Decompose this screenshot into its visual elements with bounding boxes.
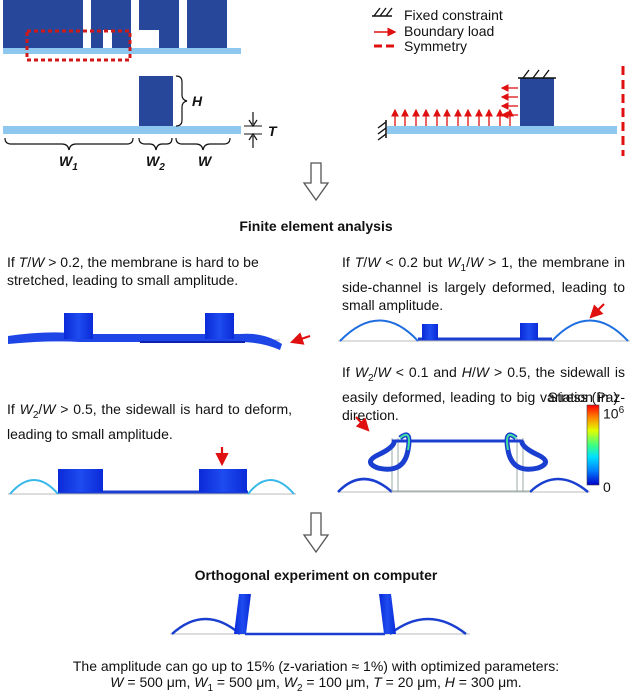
case-1-text: If T/W > 0.2, the membrane is hard to be… [7, 254, 259, 288]
dim-H: H [192, 93, 203, 109]
dim-T: T [268, 123, 277, 139]
fem-case-3 [8, 447, 296, 495]
fem-case-4 [337, 416, 590, 493]
zoom-region-box [25, 29, 132, 62]
legend-fixed-label: Fixed constraint [404, 7, 503, 23]
unit-cell-dimensions [3, 75, 262, 151]
legend-symmetry-label: Symmetry [404, 38, 467, 54]
legend-boundary-label: Boundary load [404, 23, 495, 39]
conclusion-line-1: The amplitude can go up to 15% (z-variat… [72, 658, 560, 674]
param-W: W = 500 μm, [110, 674, 195, 690]
param-H: H = 300 μm. [444, 674, 522, 690]
red-pointer-arrow [589, 303, 605, 319]
dim-W2: W2 [146, 153, 165, 173]
fixed-constraint-icon [372, 7, 393, 17]
case-4-text: If W2/W < 0.1 and H/W > 0.5, the sidewal… [342, 364, 626, 423]
param-T: T = 20 μm, [373, 674, 445, 690]
dim-W: W [198, 153, 212, 169]
legend-icons [372, 7, 397, 48]
case-2-text: If T/W < 0.2 but W1/W > 1, the membrane … [342, 254, 626, 313]
stress-colorbar [586, 404, 600, 486]
red-pointer-arrow [289, 332, 311, 345]
fem-optimized [170, 594, 470, 636]
dim-W1: W1 [59, 153, 78, 173]
param-W2: W2 = 100 μm, [283, 674, 374, 694]
section-ortho-title: Orthogonal experiment on computer [194, 567, 438, 583]
conclusion-params: W = 500 μm, W1 = 500 μm, W2 = 100 μm, T … [0, 673, 632, 698]
case-3-text: If W2/W > 0.5, the sidewall is hard to d… [7, 401, 292, 442]
fem-case-2 [338, 303, 630, 342]
colorbar-min: 0 [603, 479, 611, 495]
colorbar-max: 106 [603, 405, 625, 422]
colorbar-label: Stress (Pa) [548, 389, 619, 405]
red-pointer-arrow [355, 416, 370, 432]
down-arrow-1 [302, 162, 330, 202]
fem-case-1 [8, 313, 311, 350]
param-W1: W1 = 500 μm, [194, 674, 284, 694]
device-cross-section [3, 0, 241, 62]
boundary-condition-model [377, 66, 625, 156]
section-fea-title: Finite element analysis [239, 218, 393, 234]
down-arrow-2 [302, 512, 330, 554]
